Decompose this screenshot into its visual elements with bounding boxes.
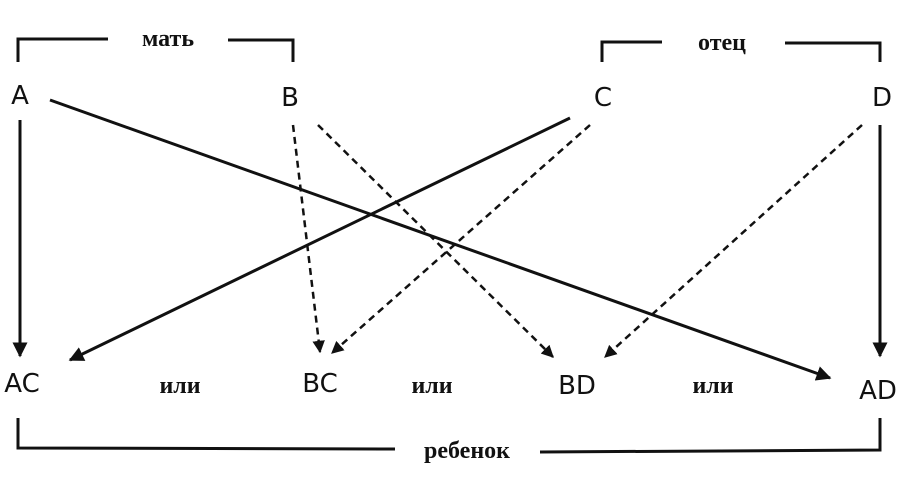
- arrow-c-bc: [331, 124, 591, 354]
- child-bc: BC: [302, 369, 338, 399]
- or-label-2: или: [411, 373, 452, 399]
- mother-label: мать: [142, 26, 194, 52]
- parent-d: D: [872, 83, 892, 113]
- parent-c: C: [594, 83, 612, 113]
- child-ad: AD: [859, 376, 897, 406]
- arrow-b-bc: [291, 124, 325, 354]
- child-label: ребенок: [424, 438, 510, 464]
- arrow-b-bd: [317, 124, 554, 358]
- or-label-3: или: [692, 373, 733, 399]
- parent-b: B: [281, 83, 299, 113]
- parent-a: A: [11, 81, 29, 111]
- mother-bracket: мать: [16, 26, 295, 62]
- child-bd: BD: [558, 371, 596, 401]
- child-ac: AC: [4, 369, 39, 399]
- father-bracket: отец: [600, 30, 882, 62]
- father-label: отец: [698, 30, 746, 56]
- arrow-d-bd: [604, 124, 863, 358]
- or-label-1: или: [159, 373, 200, 399]
- arrow-c-ac: [68, 116, 571, 362]
- arrow-a-ad: [49, 98, 832, 381]
- child-bracket: ребенок: [16, 418, 882, 464]
